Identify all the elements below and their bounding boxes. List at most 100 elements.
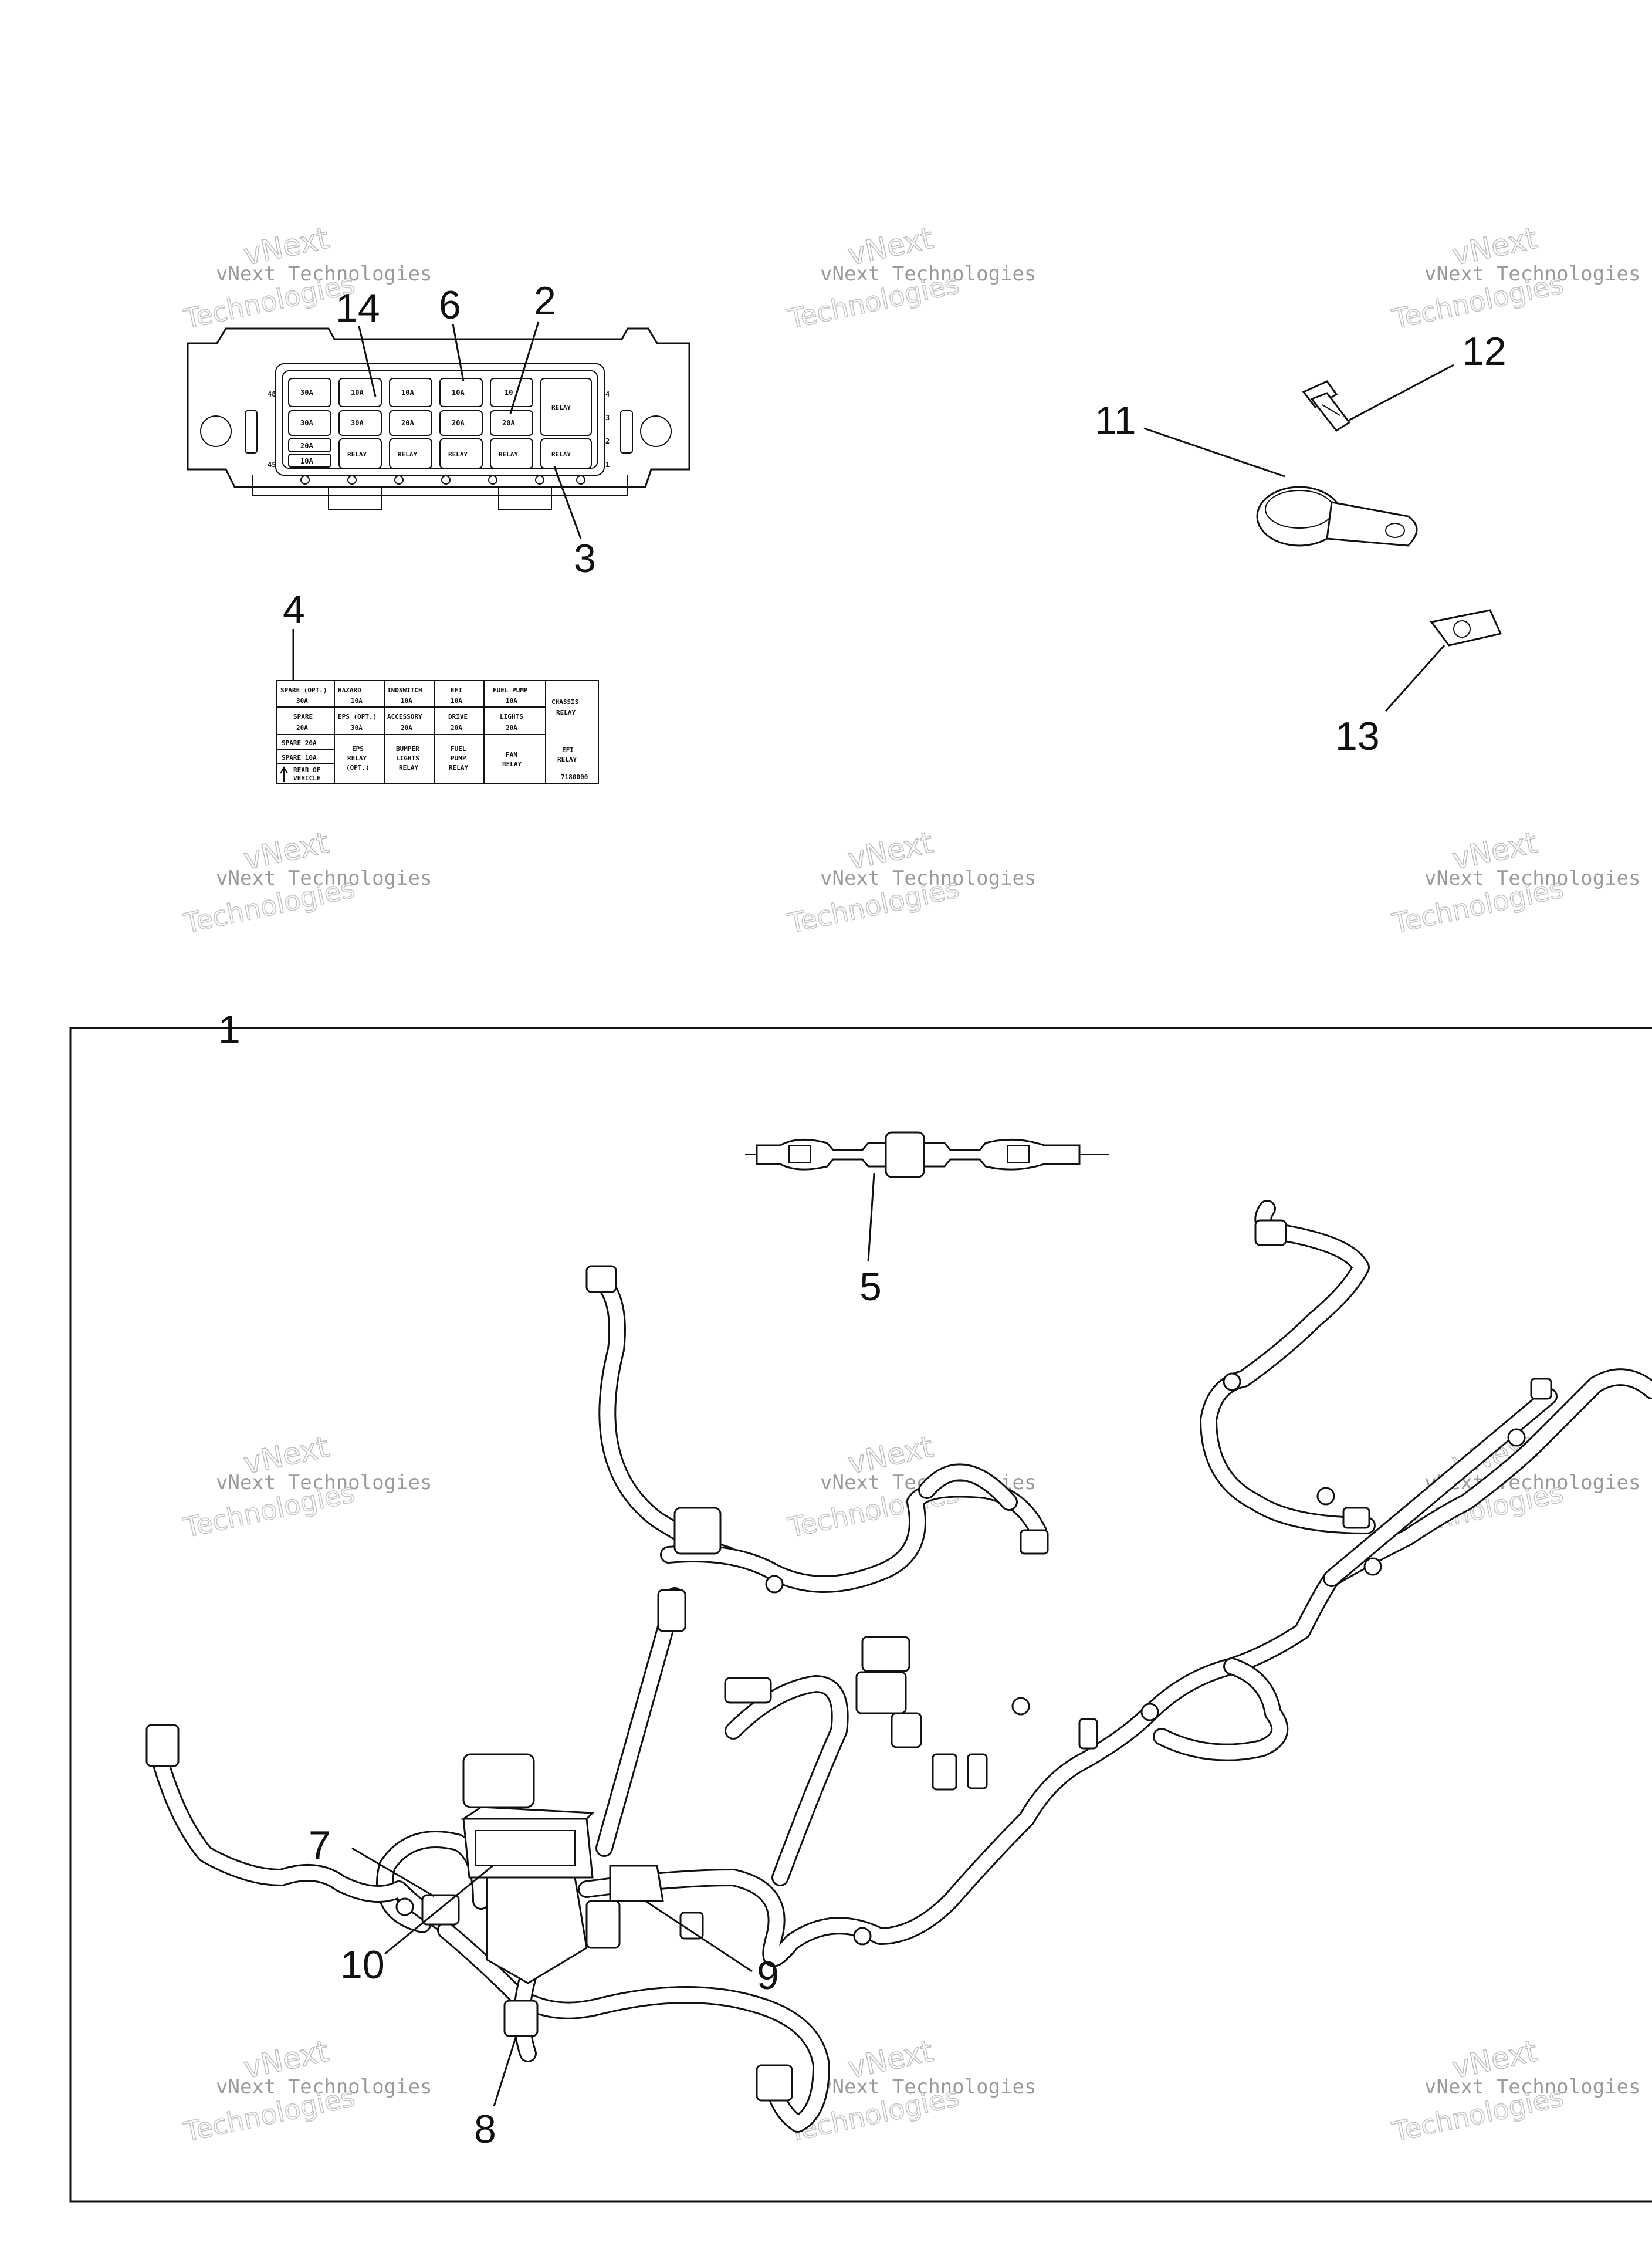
svg-text:10: 10: [340, 1943, 385, 1987]
svg-text:REAR OF: REAR OF: [293, 766, 320, 774]
fuse-row-top: 30A 10A 10A 10A 10: [288, 378, 533, 407]
svg-text:10: 10: [505, 388, 513, 397]
svg-text:4: 4: [605, 390, 610, 398]
svg-text:10A: 10A: [401, 697, 412, 705]
callout-7: 7: [309, 1823, 435, 1897]
callout-12: 12: [1349, 329, 1507, 421]
callout-11: 11: [1095, 398, 1285, 478]
svg-text:SPARE 20A: SPARE 20A: [282, 739, 317, 747]
relay-sockets: RELAY RELAY RELAY RELAY RELAY RELAY: [338, 378, 592, 469]
fuse-box-side-numbers: 4 3 2 1 48 45: [268, 390, 610, 469]
svg-text:LIGHTS: LIGHTS: [500, 713, 523, 720]
fuse-row-second: 30A 30A 20A 20A 20A: [288, 410, 533, 436]
svg-text:RELAY: RELAY: [502, 760, 522, 768]
svg-text:14: 14: [336, 286, 380, 330]
fuse-box-drawing: 30A 10A 10A 10A 10 30A 30A 20A 20A 20A 2…: [187, 327, 690, 510]
harness-fuse-box: [461, 1806, 664, 1984]
svg-text:RELAY: RELAY: [499, 451, 518, 458]
svg-text:7: 7: [309, 1823, 331, 1868]
svg-text:RELAY: RELAY: [347, 755, 367, 762]
svg-text:12: 12: [1462, 329, 1507, 374]
svg-text:EFI: EFI: [562, 746, 574, 754]
svg-text:BUMPER: BUMPER: [396, 745, 419, 753]
svg-text:3: 3: [605, 414, 610, 422]
callout-13: 13: [1335, 645, 1446, 759]
svg-text:3: 3: [574, 536, 596, 581]
callout-8: 8: [474, 2035, 517, 2151]
svg-text:13: 13: [1335, 714, 1380, 759]
svg-text:20A: 20A: [401, 419, 414, 427]
svg-text:20A: 20A: [451, 724, 462, 732]
callout-9: 9: [645, 1900, 779, 1998]
svg-text:5: 5: [859, 1264, 882, 1309]
svg-text:30A: 30A: [300, 388, 313, 397]
svg-text:RELAY: RELAY: [551, 451, 571, 458]
svg-text:INDSWITCH: INDSWITCH: [387, 686, 422, 694]
fuse-decal: SPARE (OPT.) HAZARD INDSWITCH EFI FUEL P…: [276, 680, 599, 784]
svg-text:EFI: EFI: [451, 686, 462, 694]
svg-text:1: 1: [605, 461, 610, 469]
svg-text:1: 1: [218, 1007, 241, 1052]
svg-text:10A: 10A: [506, 697, 517, 705]
svg-text:vNext Technologies: vNext Technologies: [1424, 262, 1640, 286]
svg-text:vNext Technologies: vNext Technologies: [1424, 867, 1640, 890]
svg-text:RELAY: RELAY: [557, 756, 577, 763]
watermark-top-center: vNext vNext Technologies Technologies: [784, 221, 1036, 336]
svg-text:SPARE: SPARE: [293, 713, 313, 720]
fuse-box-pegs: [300, 475, 585, 485]
svg-text:vNext Technologies: vNext Technologies: [216, 867, 432, 890]
svg-text:20A: 20A: [502, 419, 515, 427]
svg-text:4: 4: [283, 587, 305, 632]
callout-6: 6: [439, 283, 465, 382]
svg-text:EPS: EPS: [352, 745, 364, 753]
svg-text:20A: 20A: [300, 442, 313, 450]
svg-text:RELAY: RELAY: [398, 451, 417, 458]
svg-text:VEHICLE: VEHICLE: [293, 774, 320, 782]
svg-text:vNext Technologies: vNext Technologies: [216, 1471, 432, 1494]
watermark-mid-center: vNext vNext Technologies Technologies: [784, 825, 1036, 940]
svg-text:(OPT.): (OPT.): [346, 764, 370, 772]
svg-text:30A: 30A: [296, 697, 308, 705]
svg-text:30A: 30A: [351, 724, 363, 732]
inline-connector-part-5: [745, 1131, 1109, 1178]
svg-text:20A: 20A: [401, 724, 412, 732]
callout-1: 1: [218, 1007, 241, 1052]
svg-text:vNext Technologies: vNext Technologies: [820, 262, 1036, 286]
svg-text:ACCESSORY: ACCESSORY: [387, 713, 422, 720]
svg-text:vNext Technologies: vNext Technologies: [216, 262, 432, 286]
svg-text:RELAY: RELAY: [347, 451, 367, 458]
svg-text:RELAY: RELAY: [448, 451, 468, 458]
watermark-mid-left: vNext vNext Technologies Technologies: [180, 825, 432, 940]
callout-3: 3: [553, 466, 596, 581]
svg-text:SPARE 10A: SPARE 10A: [282, 754, 317, 762]
svg-text:RELAY: RELAY: [556, 709, 576, 716]
watermark-top-right: vNext vNext Technologies Technologies: [1389, 221, 1640, 336]
svg-text:vNext Technologies: vNext Technologies: [820, 2075, 1036, 2099]
svg-text:45: 45: [268, 461, 276, 469]
svg-text:2: 2: [534, 279, 556, 323]
svg-text:PUMP: PUMP: [451, 755, 466, 762]
svg-text:LIGHTS: LIGHTS: [396, 755, 419, 762]
svg-text:30A: 30A: [300, 419, 313, 427]
svg-text:7180000: 7180000: [561, 773, 588, 781]
svg-text:20A: 20A: [506, 724, 517, 732]
callout-5: 5: [859, 1173, 882, 1309]
bolt-part-12: [1302, 380, 1351, 432]
svg-text:FUEL PUMP: FUEL PUMP: [493, 686, 528, 694]
callout-2: 2: [509, 279, 556, 414]
callout-14: 14: [336, 286, 380, 397]
watermark-bottom-right: vNext vNext Technologies Technologies: [1389, 2034, 1640, 2149]
svg-text:10A: 10A: [401, 388, 414, 397]
harness-connectors: [145, 1219, 1552, 2102]
svg-text:30A: 30A: [351, 419, 364, 427]
svg-text:10A: 10A: [351, 388, 364, 397]
svg-text:20A: 20A: [296, 724, 308, 732]
svg-text:6: 6: [439, 283, 461, 327]
svg-text:vNext Technologies: vNext Technologies: [820, 867, 1036, 890]
svg-text:RELAY: RELAY: [551, 404, 571, 411]
svg-text:20A: 20A: [452, 419, 465, 427]
clip-part-13: [1430, 609, 1502, 647]
svg-text:10A: 10A: [351, 697, 363, 705]
svg-text:48: 48: [268, 390, 276, 398]
